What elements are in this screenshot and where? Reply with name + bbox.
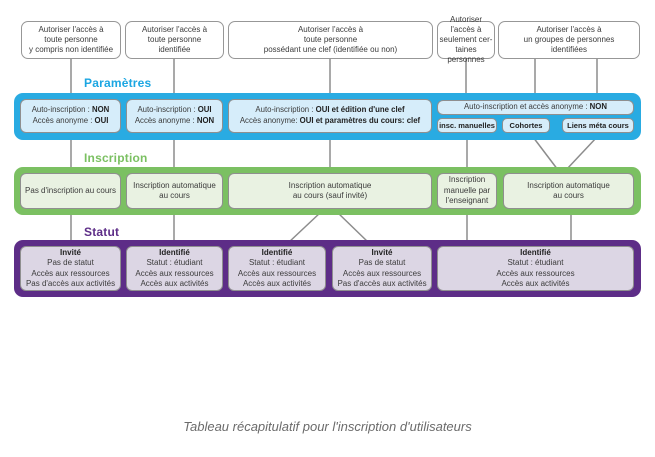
parametres-label: Paramètres bbox=[84, 76, 152, 90]
connector-lines bbox=[70, 57, 598, 244]
param-box-1: Auto-inscription : NON Accès anonyme : O… bbox=[20, 99, 121, 133]
statut-box-5: Identifié Statut : étudiant Accès aux re… bbox=[437, 246, 634, 291]
statut-box-2-body: Statut : étudiant Accès aux ressources A… bbox=[135, 258, 214, 288]
param-box-4-main: Auto-inscription et accès anonyme : NON bbox=[437, 100, 634, 115]
inscription-box-1: Pas d'inscription au cours bbox=[20, 173, 121, 209]
access-option-3: Autoriser l'accès à toute personne possé… bbox=[228, 21, 433, 59]
statut-box-4-body: Pas de statut Accès aux ressources Pas d… bbox=[337, 258, 427, 288]
inscription-box-1-label: Pas d'inscription au cours bbox=[25, 185, 116, 195]
param-box-3: Auto-inscription : OUI et édition d'une … bbox=[228, 99, 432, 133]
inscription-box-2: Inscription automatique au cours bbox=[126, 173, 223, 209]
inscription-box-3: Inscription automatique au cours (sauf i… bbox=[228, 173, 432, 209]
statut-box-3-title: Identifié bbox=[261, 247, 293, 257]
inscription-label: Inscription bbox=[84, 151, 148, 165]
param-box-1-line-1: Auto-inscription : NON bbox=[31, 105, 110, 115]
access-option-1-label: Autoriser l'accès à toute personne y com… bbox=[28, 25, 114, 54]
param-box-insc-manuelles: insc. manuelles bbox=[437, 118, 497, 133]
inscription-box-3-label: Inscription automatique au cours (sauf i… bbox=[288, 180, 372, 200]
inscription-box-5: Inscription automatique au cours bbox=[503, 173, 634, 209]
statut-box-5-title: Identifié bbox=[520, 247, 551, 257]
diagram-caption: Tableau récapitulatif pour l'inscription… bbox=[183, 419, 472, 434]
connector-line bbox=[565, 136, 598, 171]
param-box-1-line-2: Accès anonyme : OUI bbox=[32, 116, 109, 125]
statut-box-1-body: Pas de statut Accès aux ressources Pas d… bbox=[25, 258, 116, 288]
statut-box-4-title: Invité bbox=[371, 247, 393, 257]
param-box-3-line-2: Accès anonyme: OUI et paramètres du cour… bbox=[239, 116, 421, 125]
inscription-box-4-label: Inscription manuelle par l'enseignant bbox=[443, 175, 491, 206]
access-option-5: Autoriser l'accès à un groupes de person… bbox=[498, 21, 640, 59]
param-box-cohortes: Cohortes bbox=[502, 118, 550, 133]
inscription-box-2-label: Inscription automatique au cours bbox=[133, 180, 216, 200]
inscription-box-5-label: Inscription automatique au cours bbox=[527, 180, 610, 200]
statut-box-1-title: Invité bbox=[60, 247, 81, 257]
access-option-1: Autoriser l'accès à toute personne y com… bbox=[21, 21, 121, 59]
param-box-2-line-1: Auto-inscription : OUI bbox=[137, 105, 212, 115]
param-box-3-line-1: Auto-inscription : OUI et édition d'une … bbox=[255, 105, 405, 115]
access-option-2: Autoriser l'accès à toute personne ident… bbox=[125, 21, 224, 59]
param-box-2-line-2: Accès anonyme : NON bbox=[134, 116, 215, 125]
access-option-4: Autoriser l'accès à seulement cer- taine… bbox=[437, 15, 495, 64]
access-option-5-label: Autoriser l'accès à un groupes de person… bbox=[523, 25, 615, 54]
param-box-4-line-1: Auto-inscription et accès anonyme : NON bbox=[463, 102, 607, 112]
statut-box-4: Invité Pas de statut Accès aux ressource… bbox=[332, 246, 432, 291]
statut-box-2: Identifié Statut : étudiant Accès aux re… bbox=[126, 246, 223, 291]
access-option-4-label: Autoriser l'accès à seulement cer- taine… bbox=[439, 15, 493, 64]
param-box-liens-meta-cours: Liens méta cours bbox=[562, 118, 634, 133]
connector-line bbox=[287, 211, 322, 244]
statut-box-3-body: Statut : étudiant Accès aux ressources A… bbox=[237, 258, 317, 288]
statut-box-3: Identifié Statut : étudiant Accès aux re… bbox=[228, 246, 326, 291]
statut-box-5-body: Statut : étudiant Accès aux ressources A… bbox=[496, 258, 575, 288]
access-option-3-label: Autoriser l'accès à toute personne possé… bbox=[263, 25, 398, 54]
statut-box-1: Invité Pas de statut Accès aux ressource… bbox=[20, 246, 121, 291]
connector-line bbox=[532, 136, 559, 171]
inscription-box-4: Inscription manuelle par l'enseignant bbox=[437, 173, 497, 209]
access-option-2-label: Autoriser l'accès à toute personne ident… bbox=[141, 25, 208, 54]
param-box-2: Auto-inscription : OUI Accès anonyme : N… bbox=[126, 99, 223, 133]
statut-box-2-title: Identifié bbox=[159, 247, 190, 257]
statut-label: Statut bbox=[84, 225, 120, 239]
connector-line bbox=[336, 211, 370, 244]
